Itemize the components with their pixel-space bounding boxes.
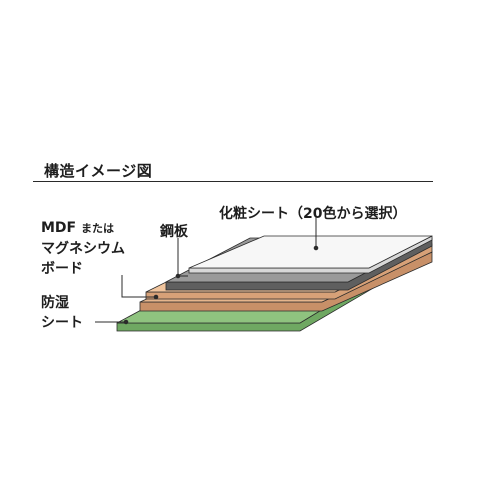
leader-mdf-dot xyxy=(153,294,159,300)
title-underline xyxy=(33,181,433,182)
label-moisture-line1: 防湿 xyxy=(41,295,69,311)
label-core-line2: マグネシウム xyxy=(41,241,125,257)
leader-steel xyxy=(177,238,188,277)
leader-top-sheet-dot xyxy=(313,245,319,251)
label-core-mdf: MDF xyxy=(41,220,77,236)
label-moisture-sheet: 防湿 シート xyxy=(41,293,83,333)
label-decorative-sheet: 化粧シート（20色から選択） xyxy=(219,206,407,222)
label-steel-plate: 鋼板 xyxy=(160,224,188,240)
leader-steel-dot xyxy=(175,273,181,279)
leader-damp-dot xyxy=(123,319,129,325)
label-core-or: または xyxy=(81,222,114,235)
label-core-line1: MDF または xyxy=(41,218,125,239)
label-moisture-line2: シート xyxy=(41,315,83,331)
top-sheet-top xyxy=(188,235,433,269)
label-core-line3: ボード xyxy=(41,261,83,277)
leader-mdf xyxy=(121,275,156,298)
label-core-board: MDF または マグネシウム ボード xyxy=(41,218,125,279)
diagram-title: 構造イメージ図 xyxy=(44,162,153,180)
